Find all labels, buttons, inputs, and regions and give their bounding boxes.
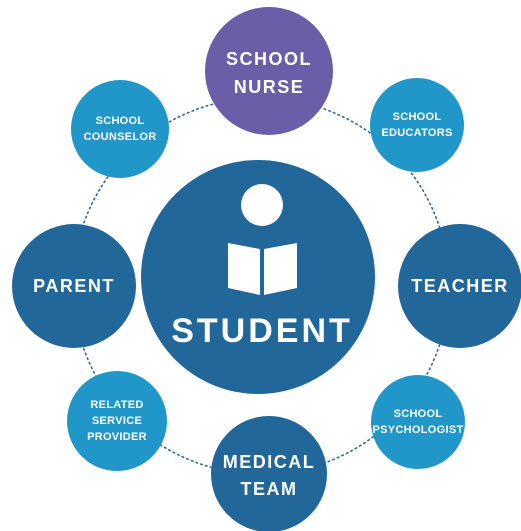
node-school-counselor: SCHOOL COUNSELOR (71, 80, 169, 178)
student-label: STUDENT (171, 312, 353, 350)
node-school-psychologist: SCHOOL PSYCHOLOGIST (371, 375, 465, 469)
school-counselor-line2: COUNSELOR (84, 131, 157, 143)
medical-team-line1: MEDICAL (223, 452, 316, 472)
school-nurse-line2: NURSE (234, 77, 305, 97)
related-service-provider-line3: PROVIDER (87, 431, 147, 443)
student-reading-icon (228, 184, 297, 295)
teacher-label: TEACHER (411, 276, 509, 296)
node-parent: PARENT (12, 224, 136, 348)
node-teacher: TEACHER (398, 224, 521, 348)
school-counselor-line1: SCHOOL (96, 115, 145, 127)
parent-label: PARENT (33, 276, 115, 296)
node-student: STUDENT (141, 160, 375, 394)
node-medical-team: MEDICAL TEAM (211, 416, 327, 531)
medical-team-line2: TEAM (241, 479, 298, 499)
school-educators-line1: SCHOOL (393, 111, 442, 123)
school-psychologist-line1: SCHOOL (394, 408, 443, 420)
related-service-provider-line1: RELATED (90, 399, 143, 411)
school-psychologist-line2: PSYCHOLOGIST (373, 424, 464, 436)
school-nurse-line1: SCHOOL (226, 49, 312, 69)
related-service-provider-line2: SERVICE (92, 415, 142, 427)
school-educators-line2: EDUCATORS (381, 127, 452, 139)
node-school-educators: SCHOOL EDUCATORS (370, 78, 464, 172)
node-related-service-provider: RELATED SERVICE PROVIDER (67, 371, 167, 471)
node-school-nurse: SCHOOL NURSE (205, 7, 333, 135)
